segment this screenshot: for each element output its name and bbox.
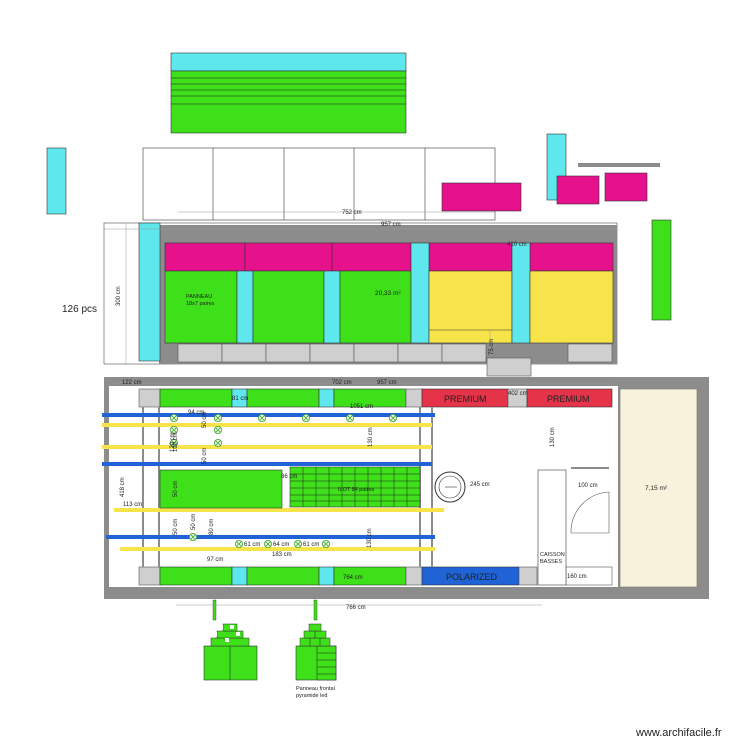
dim-130-c: 130 cm	[550, 427, 556, 447]
dim-752: 752 cm	[342, 210, 362, 216]
area-main-label: 20,33 m²	[375, 290, 401, 297]
ilot-label: ILOT 84 paires	[338, 487, 375, 493]
dim-764: 764 cm	[343, 575, 363, 581]
pyramid-caption-1: Panneau frontal	[296, 686, 335, 692]
polarized-label: POLARIZED	[446, 572, 498, 582]
dim-100-b: 100 cm	[578, 483, 598, 489]
dim-100: 100 cm	[173, 432, 179, 452]
magenta-panel	[441, 182, 522, 212]
dim-61-b: 61 cm	[303, 542, 319, 548]
caisson-label-2: BASSES	[540, 559, 562, 565]
dim-702: 702 cm	[332, 380, 352, 386]
dim-245: 245 cm	[470, 482, 490, 488]
pyramid-caption-2: pyramide led	[296, 693, 328, 699]
grey-bar	[578, 163, 660, 167]
dim-957-top: 957 cm	[381, 222, 401, 228]
dim-300: 300 cm	[116, 286, 122, 306]
premium-label-2: PREMIUM	[547, 394, 590, 404]
dim-957-mid: 957 cm	[377, 380, 397, 386]
lower-floor-plan	[102, 377, 709, 621]
green-vertical-panel	[651, 219, 672, 321]
dim-766: 766 cm	[346, 605, 366, 611]
dim-50-c: 50 cm	[173, 481, 179, 497]
dim-122: 122 cm	[122, 380, 142, 386]
dim-86: 86 cm	[281, 474, 297, 480]
panneau-label-1: PANNEAU	[186, 294, 212, 300]
dim-120-a: 120 cm	[170, 432, 176, 452]
area-room-label: 7,15 m²	[645, 485, 668, 492]
led-pyramid-right	[295, 623, 337, 681]
magenta-small-panel-1	[556, 175, 600, 205]
dim-64: 64 cm	[273, 542, 289, 548]
dim-94: 94 cm	[188, 410, 204, 416]
dim-130-b: 130 cm	[367, 528, 373, 548]
dim-50-e: 50 cm	[191, 514, 197, 530]
dim-50-d: 50 cm	[173, 519, 179, 535]
dim-130-a: 130 cm	[368, 427, 374, 447]
cyan-side-panel-left	[46, 147, 67, 215]
panneau-label-2: 18x7 paires	[186, 301, 215, 307]
dim-113: 113 cm	[123, 502, 142, 508]
caisson-label-1: CAISSON	[540, 552, 565, 558]
dim-75: 75 cm	[489, 339, 495, 355]
dim-80: 80 cm	[209, 519, 215, 535]
dim-410: 410 cm	[507, 242, 527, 248]
led-pyramid-left	[203, 623, 258, 681]
dim-1051: 1051 cm	[350, 404, 373, 410]
top-stacked-panel	[170, 52, 407, 134]
dim-81-top: 81 cm	[232, 396, 248, 402]
premium-label-1: PREMIUM	[444, 394, 487, 404]
dim-402: 402 cm	[508, 391, 528, 397]
dim-61-a: 61 cm	[244, 542, 260, 548]
magenta-small-panel-2	[604, 172, 648, 202]
dim-50-b: 50 cm	[202, 448, 208, 464]
upper-wall-unit	[103, 211, 618, 377]
dim-97: 97 cm	[207, 557, 223, 563]
pcs-count-label: 126 pcs	[62, 304, 97, 315]
dim-50-a: 50 cm	[202, 412, 208, 428]
watermark: www.archifacile.fr	[635, 727, 722, 739]
dim-418: 418 cm	[120, 477, 126, 497]
dim-160: 160 cm	[567, 574, 587, 580]
dim-183: 183 cm	[272, 552, 292, 558]
white-cabinets-row	[142, 147, 496, 221]
